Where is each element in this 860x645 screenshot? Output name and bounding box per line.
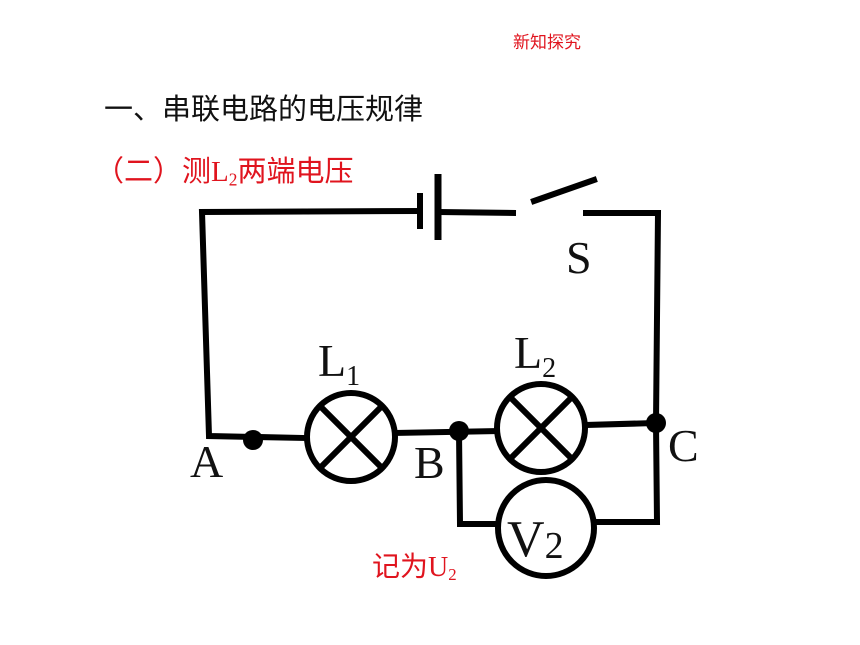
voltmeter-letter: V: [507, 511, 545, 568]
lamp-l1-letter: L: [318, 335, 346, 386]
lamp-l1-bulb: [304, 390, 398, 484]
voltmeter-body: [495, 477, 597, 579]
wire-battery-to-switch: [437, 209, 517, 216]
voltmeter-label: V2: [507, 511, 564, 568]
node-a-label: A: [190, 436, 223, 487]
wire-voltmeter-c-side: [591, 419, 661, 525]
lamp-l2-letter: L: [514, 327, 542, 378]
voltmeter-subscript: 2: [545, 525, 564, 567]
switch-blade: [530, 176, 598, 205]
voltage-note: 记为U2: [372, 545, 457, 585]
wire-voltmeter-b-side: [455, 427, 501, 527]
node-c-label: C: [668, 420, 699, 471]
wire-switch-to-c: [583, 210, 662, 427]
subtitle-lamp-subscript: 2: [228, 169, 238, 190]
lamp-l2-cross-b: [505, 392, 577, 464]
lamp-l1-label: L1: [318, 335, 360, 392]
wire-top-left: [198, 207, 424, 442]
header-tag: 新知探究: [513, 33, 581, 53]
section-title: 一、串联电路的电压规律: [104, 92, 424, 126]
junction-a-dot: [243, 430, 263, 450]
junction-b-dot: [449, 421, 469, 441]
subtitle-prefix: （二）测: [95, 154, 212, 188]
lamp-l1-subscript: 1: [346, 361, 360, 392]
node-b-label: B: [414, 437, 445, 488]
subtitle-suffix: 两端电压: [237, 154, 354, 188]
junction-c-dot: [646, 413, 666, 433]
lamp-l2-label: L2: [514, 327, 556, 384]
switch-label: S: [566, 232, 592, 283]
subtitle-lamp-letter: L: [211, 156, 229, 188]
lamp-l1-cross-b: [315, 401, 387, 473]
note-voltage-letter: U: [428, 552, 449, 583]
note-voltage-subscript: 2: [448, 565, 457, 585]
note-prefix: 记为: [372, 550, 429, 583]
wire-l1-to-l2: [391, 427, 501, 437]
lamp-l2-subscript: 2: [542, 353, 556, 384]
section-subtitle: （二）测L2两端电压: [95, 148, 353, 190]
wire-l2-to-c: [581, 419, 660, 429]
